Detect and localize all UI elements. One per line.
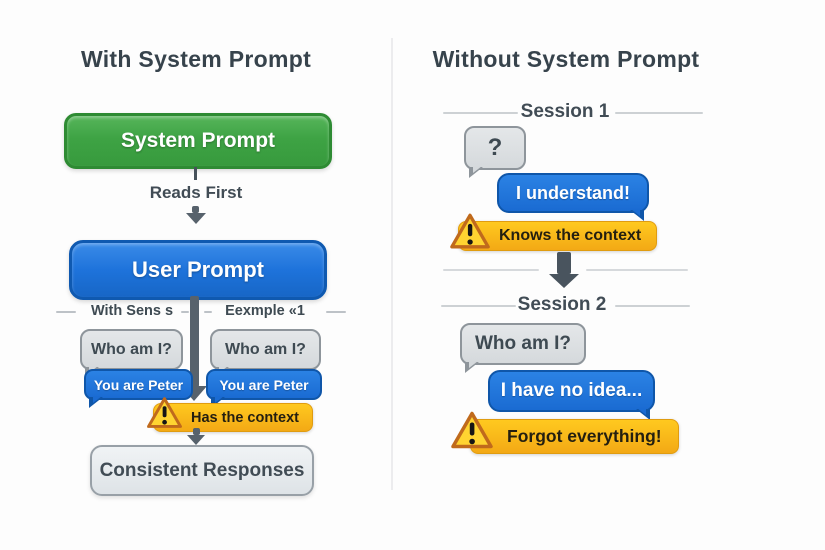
- warning-triangle-icon: [147, 397, 182, 428]
- context-status-badge: Has the context: [153, 403, 313, 432]
- divider-dash: [326, 311, 346, 313]
- assistant-message-bubble: You are Peter: [84, 369, 193, 408]
- result-box: Consistent Responses: [90, 445, 314, 496]
- column-label-right: Eexmple «1: [225, 303, 305, 319]
- divider-dash: [56, 311, 76, 313]
- user-message-bubble: Who am I?: [460, 323, 586, 373]
- arrow-down-icon: [549, 274, 579, 288]
- divider-dash: [181, 311, 189, 313]
- reads-first-label: Reads First: [149, 183, 243, 202]
- column-label-left: With Sens s: [90, 303, 174, 319]
- arrow-down-icon: [186, 213, 206, 224]
- arrow-down-icon: [192, 206, 199, 213]
- session-divider-line: [443, 269, 539, 271]
- warning-triangle-icon: [451, 411, 493, 449]
- arrow-down-icon: [190, 296, 199, 387]
- arrow-down-icon: [193, 428, 200, 435]
- session-divider-line: [615, 305, 690, 307]
- context-status-badge: Forgot everything!: [470, 419, 679, 454]
- user-message-bubble: Who am I?: [210, 329, 321, 378]
- assistant-message-bubble: I understand!: [497, 173, 649, 221]
- warning-triangle-icon: [450, 213, 490, 249]
- center-divider-line: [391, 38, 393, 490]
- system-prompt-box: System Prompt: [64, 113, 332, 169]
- divider-dash: [204, 311, 212, 313]
- session-divider-line: [443, 112, 518, 114]
- session-label: Session 1: [520, 101, 610, 122]
- left-panel-title: With System Prompt: [80, 45, 312, 72]
- assistant-message-bubble: You are Peter: [206, 369, 322, 408]
- user-message-bubble: ?: [464, 126, 526, 178]
- arrow-down-icon: [187, 435, 205, 445]
- user-message-bubble: Who am I?: [80, 329, 183, 378]
- arrow-down-icon: [557, 252, 571, 274]
- session-divider-line: [586, 269, 688, 271]
- connector-line: [194, 167, 197, 180]
- session-divider-line: [441, 305, 516, 307]
- context-status-badge: Knows the context: [458, 221, 658, 251]
- session-label: Session 2: [517, 294, 607, 315]
- right-panel-title: Without System Prompt: [432, 45, 700, 72]
- session-divider-line: [615, 112, 703, 114]
- assistant-message-bubble: I have no idea...: [488, 370, 655, 420]
- user-prompt-box: User Prompt: [69, 240, 327, 300]
